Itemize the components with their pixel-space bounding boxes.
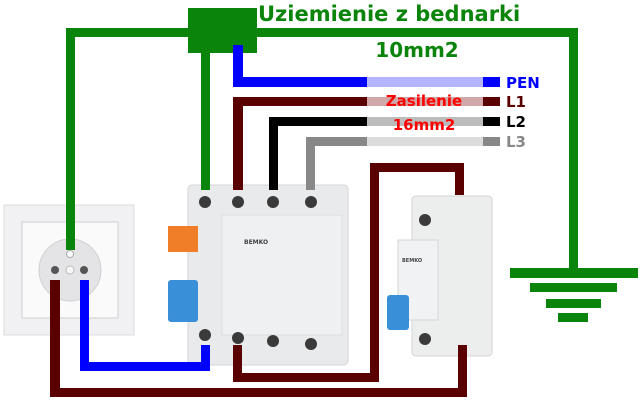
- socket-earth-pin: [66, 250, 74, 258]
- pen-wire: [233, 45, 500, 87]
- mcb-device: BEMKO: [387, 195, 493, 357]
- rcd-brand: BEMKO: [244, 239, 268, 246]
- mcb-brand: BEMKO: [402, 258, 422, 264]
- earth-wire: [66, 8, 578, 270]
- pen-label: PEN: [506, 74, 540, 92]
- rcd-toggle-lever[interactable]: [168, 280, 198, 322]
- title-label: Uziemienie z bednarki: [258, 2, 520, 26]
- mcb-to-socket-wire: [50, 280, 467, 397]
- ground-symbol-icon: [510, 268, 638, 322]
- rcd-bottom-terminals: [199, 329, 317, 350]
- rcd-top-terminals: [199, 196, 317, 208]
- supply-label: Zasilenie: [386, 92, 462, 110]
- socket-center: [65, 265, 75, 275]
- l1-wire: [233, 97, 500, 190]
- rcd-test-button[interactable]: [168, 226, 198, 252]
- neutral-to-socket-wire: [80, 280, 210, 371]
- l1-label: L1: [506, 93, 526, 111]
- rcd-to-mcb-wire: [233, 163, 464, 382]
- earth-busbar: [188, 8, 257, 53]
- supply-size-label: 16mm2: [393, 116, 456, 134]
- l2-label: L2: [506, 113, 526, 131]
- socket-hole-left: [51, 266, 59, 274]
- mcb-top-terminal: [419, 214, 431, 226]
- mcb-toggle-lever[interactable]: [387, 295, 409, 330]
- socket-hole-right: [80, 266, 88, 274]
- rcd-device: BEMKO: [168, 184, 349, 366]
- l3-wire: [306, 137, 500, 190]
- ground-size-label: 10mm2: [375, 38, 458, 62]
- l2-wire: [269, 117, 500, 190]
- rcd-front: [221, 214, 343, 336]
- mcb-bottom-terminal: [419, 333, 431, 345]
- l3-label: L3: [506, 133, 526, 151]
